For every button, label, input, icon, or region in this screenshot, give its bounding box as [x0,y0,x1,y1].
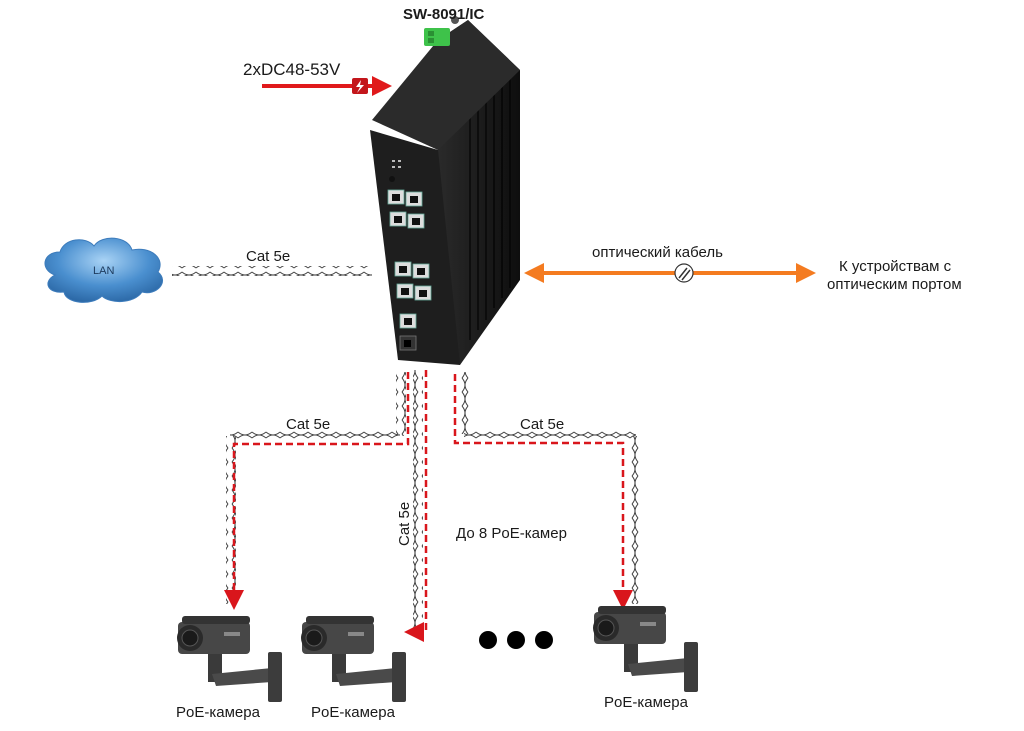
power-label: 2xDC48-53V [243,60,341,79]
camera-icon [593,606,698,692]
camera-link-2-label: Cat 5e [396,501,413,546]
camera-label-1: PoE-камера [176,704,260,721]
lan-link-label: Cat 5e [246,248,291,265]
fiber-target-line1: К устройствам с [839,258,952,275]
fiber-target-line2: оптическим портом [827,276,962,293]
camera-link-1-label: Cat 5e [286,416,331,433]
device-title: SW-8091/IC [403,6,485,23]
camera-link-1 [224,372,410,610]
camera-link-3-label: Cat 5e [520,416,565,433]
camera-label-2: PoE-камера [311,704,395,721]
power-input-arrow [262,76,392,96]
ellipsis-icon [479,631,553,649]
lan-cloud [44,237,164,303]
fiber-cable-arrow [524,263,816,283]
camera-count-note: До 8 PoE-камер [456,525,567,542]
camera-icon [177,616,282,702]
fiber-label: оптический кабель [592,244,723,261]
fiber-connector-icon [674,263,694,283]
camera-icon [301,616,406,702]
power-terminal [424,16,459,46]
switch-device [370,16,520,365]
lightning-icon [352,78,368,94]
lan-label: LAN [93,265,115,277]
camera-link-2 [404,370,428,642]
camera-label-3: PoE-камера [604,694,688,711]
sfp-port [399,335,417,351]
lan-cable [172,266,372,276]
camera-link-3 [453,372,640,610]
